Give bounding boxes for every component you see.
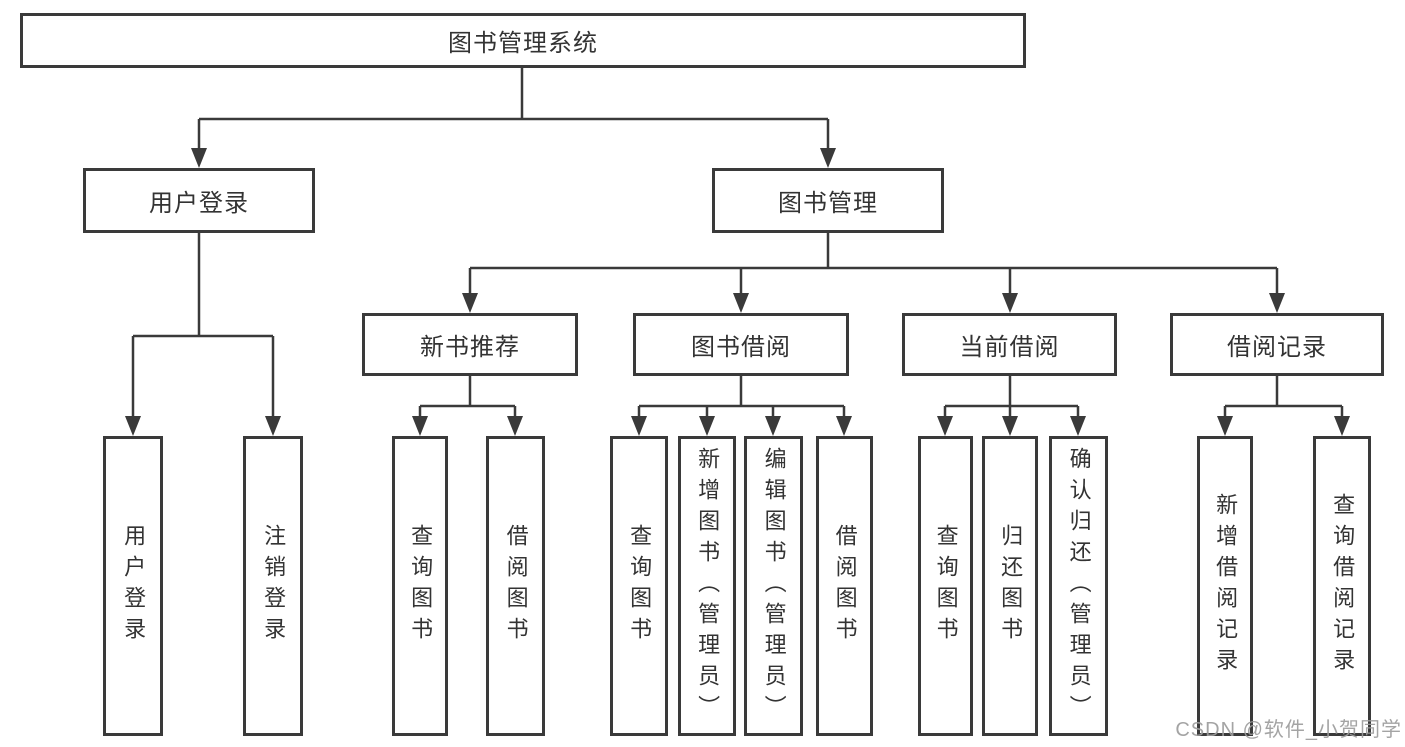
node-current-borrow: 当前借阅	[902, 313, 1117, 376]
node-leaf-logout: 注销登录	[243, 436, 303, 736]
node-leaf-query-book-1: 查询图书	[392, 436, 448, 736]
node-leaf-return-book: 归还图书	[982, 436, 1038, 736]
node-leaf-add-book-admin-label: 新增图书（管理员）	[695, 446, 721, 726]
node-user-login-branch-label: 用户登录	[149, 190, 249, 217]
node-leaf-add-book-admin: 新增图书（管理员）	[678, 436, 736, 736]
node-leaf-borrow-book-1-label: 借阅图书	[503, 524, 529, 648]
node-leaf-add-borrow-record: 新增借阅记录	[1197, 436, 1253, 736]
node-new-book-recommend: 新书推荐	[362, 313, 578, 376]
node-book-management-branch-label: 图书管理	[778, 190, 878, 217]
node-leaf-add-borrow-record-label: 新增借阅记录	[1213, 493, 1239, 679]
node-leaf-user-login: 用户登录	[103, 436, 163, 736]
node-leaf-query-borrow-record-label: 查询借阅记录	[1330, 493, 1356, 679]
node-borrow-records: 借阅记录	[1170, 313, 1384, 376]
node-current-borrow-label: 当前借阅	[959, 334, 1060, 361]
node-leaf-query-book-3: 查询图书	[918, 436, 973, 736]
node-leaf-borrow-book-1: 借阅图书	[486, 436, 545, 736]
node-leaf-edit-book-admin: 编辑图书（管理员）	[744, 436, 803, 736]
node-leaf-edit-book-admin-label: 编辑图书（管理员）	[761, 446, 787, 726]
node-book-borrow: 图书借阅	[633, 313, 849, 376]
node-leaf-logout-label: 注销登录	[261, 524, 287, 648]
node-leaf-borrow-book-2-label: 借阅图书	[832, 524, 858, 648]
node-system-root: 图书管理系统	[20, 13, 1026, 68]
node-new-book-recommend-label: 新书推荐	[420, 334, 520, 361]
node-leaf-query-borrow-record: 查询借阅记录	[1313, 436, 1371, 736]
node-book-borrow-label: 图书借阅	[691, 334, 791, 361]
node-leaf-query-book-1-label: 查询图书	[408, 524, 434, 648]
csdn-watermark: CSDN @软件_小贺同学	[1175, 719, 1402, 741]
node-borrow-records-label: 借阅记录	[1227, 334, 1327, 361]
node-user-login-branch: 用户登录	[83, 168, 315, 233]
node-leaf-user-login-label: 用户登录	[121, 524, 147, 648]
node-leaf-borrow-book-2: 借阅图书	[816, 436, 873, 736]
node-book-management-branch: 图书管理	[712, 168, 944, 233]
node-leaf-confirm-return-admin-label: 确认归还（管理员）	[1066, 446, 1092, 726]
node-leaf-confirm-return-admin: 确认归还（管理员）	[1049, 436, 1108, 736]
node-leaf-query-book-2: 查询图书	[610, 436, 668, 736]
node-leaf-query-book-2-label: 查询图书	[627, 524, 653, 648]
node-leaf-return-book-label: 归还图书	[998, 524, 1024, 648]
node-system-root-label: 图书管理系统	[448, 30, 598, 57]
node-leaf-query-book-3-label: 查询图书	[933, 524, 959, 648]
